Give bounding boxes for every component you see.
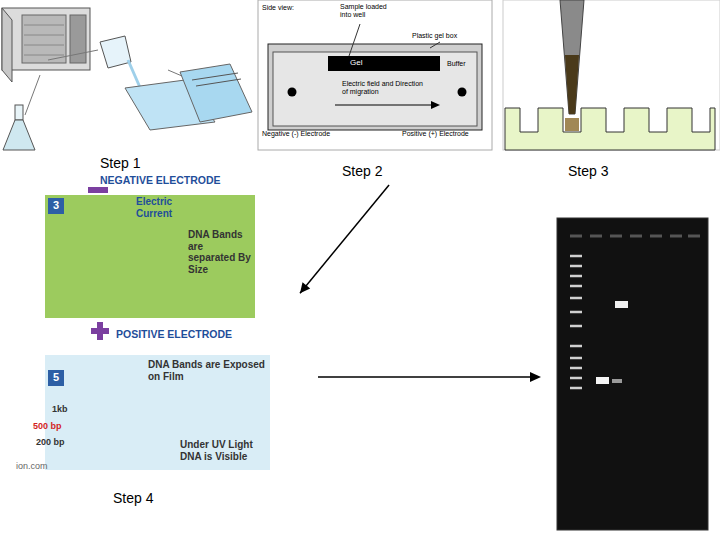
migration-arrow: [335, 104, 432, 105]
negative-electrode: [288, 88, 297, 97]
step-panel: Step 4 DNA Bands are separated By Size 3DN…: [15, 170, 300, 515]
sample-loading: [503, 0, 720, 150]
step-description: Under UV Light DNA is Visible: [180, 439, 266, 462]
step-number-box: 5: [48, 370, 64, 386]
dna-band: [612, 379, 622, 383]
step-description: DNA Bands are Exposed on Film: [148, 359, 266, 382]
step-label: Step 4: [113, 490, 153, 506]
microwave-window: [22, 15, 66, 63]
part-label: Plastic gel box: [412, 32, 457, 40]
microwave-panel: [70, 15, 86, 63]
size-label: 200 bp: [36, 437, 65, 447]
gel-wells: [505, 108, 715, 150]
gel-label: Gel: [350, 58, 362, 67]
positive-symbol: [97, 322, 103, 340]
gel-bar: Gel: [328, 56, 440, 71]
image-frame: [258, 0, 492, 150]
arrow-head: [431, 101, 440, 109]
part-label: Sample loaded into well: [340, 3, 392, 19]
size-label: 1kb: [52, 404, 68, 414]
dna-band: [596, 377, 609, 384]
part-label: Negative (-) Electrode: [262, 130, 330, 138]
part-label: Positive (+) Electrode: [402, 130, 469, 138]
connector: [300, 185, 389, 293]
step-number-box: 3: [48, 198, 64, 214]
step-label: Step 1: [100, 155, 140, 171]
leader-line: [48, 50, 98, 60]
step-panel: Step 3: [503, 0, 720, 185]
microwave-rack: [24, 25, 64, 55]
plastic-gel-box: [268, 44, 482, 130]
step-description: DNA Bands are separated By Size: [188, 229, 252, 275]
gel-wells: [570, 235, 700, 238]
beaker: [100, 36, 131, 68]
gel-casting-illustration: [2, 8, 252, 150]
arrow-head: [300, 282, 310, 293]
buffer: [273, 52, 477, 126]
size-label: 500 bp: [33, 421, 62, 431]
pipette-tip: [560, 0, 584, 114]
dna-band: [615, 301, 628, 308]
comb: [192, 73, 241, 86]
microwave: [2, 8, 90, 70]
microwave-door: [2, 8, 12, 82]
part-label: Electric field and Direction of migratio…: [342, 80, 424, 96]
image-frame: [503, 0, 720, 150]
electrode-label: POSITIVE ELECTRODE: [116, 328, 232, 340]
view-label: Side view:: [262, 4, 294, 12]
leader-line: [349, 24, 360, 56]
ladder-bands: [570, 256, 582, 388]
sample-liquid: [565, 55, 579, 114]
callout-number: 3: [48, 199, 64, 212]
callout-number: 5: [48, 371, 64, 384]
electrode-label: NEGATIVE ELECTRODE: [100, 174, 221, 186]
step-label: Step 3: [568, 163, 608, 179]
connector-line: [300, 185, 389, 293]
part-label: Buffer: [447, 60, 466, 68]
current-label: Electric Current: [136, 196, 184, 219]
step-panel: Step 1: [0, 0, 250, 178]
film-box: DNA Bands are Exposed on FilmUnder UV Li…: [45, 355, 270, 470]
flask-neck: [15, 105, 23, 120]
watermark: ion.com: [16, 461, 48, 471]
flow-arrow: [318, 376, 532, 378]
gel-image: [557, 218, 708, 530]
gel-photo: [557, 218, 708, 530]
gel-tray: [180, 64, 252, 122]
positive-electrode: [458, 88, 467, 97]
gel-box-side-view: [258, 0, 492, 150]
leader-line: [430, 42, 440, 48]
leader-line: [25, 75, 40, 115]
arrow-head: [530, 372, 541, 382]
loaded-sample: [565, 118, 579, 131]
negative-symbol: [88, 187, 108, 193]
step-label: Step 2: [342, 163, 382, 179]
flask: [3, 120, 35, 150]
